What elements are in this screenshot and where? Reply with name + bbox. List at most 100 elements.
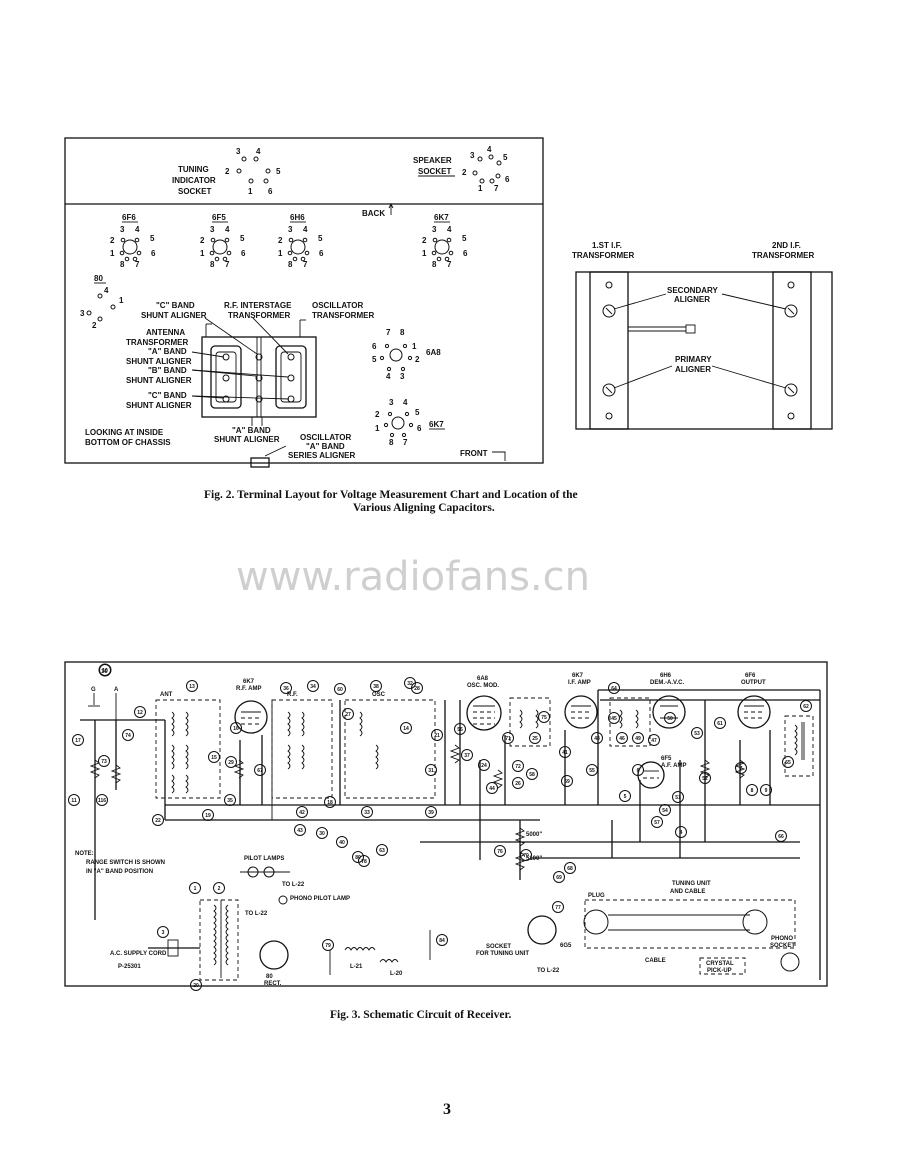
tube-envelope [234, 700, 268, 734]
osc-series-label-2: "A" BAND [306, 442, 345, 451]
tube-6k7-rf: 6K7 R.F. AMP [234, 679, 268, 734]
transformer-box [199, 899, 239, 981]
pin-hole [432, 237, 438, 243]
callout-circle [96, 794, 108, 806]
tube-name: 6K7 [243, 679, 255, 685]
callout-number: 11 [71, 798, 77, 804]
pin-hole [292, 256, 298, 262]
note-text-1: RANGE SWITCH IS SHOWN [86, 860, 165, 866]
coil-icon [794, 724, 798, 756]
callout-number: 57 [654, 820, 660, 826]
socket-label-1: SOCKET [486, 944, 511, 950]
speaker-coil-icon [379, 959, 399, 963]
callout-circle [324, 796, 336, 808]
resistor-icon [449, 744, 461, 764]
power-transformer: TO L-22 80 RECT. A.C. SUPPLY CORD P-2530… [110, 899, 289, 987]
note-label: NOTE: [75, 851, 94, 857]
pin-hole [97, 316, 103, 322]
coil-icon [359, 711, 363, 737]
tube-6h6-det: 6H6 DEM.-A.V.C. [650, 673, 686, 729]
pin-hole [407, 355, 413, 361]
callout-number: 1 [194, 886, 197, 892]
pin-1: 1 [200, 249, 205, 258]
pin-hole [288, 237, 294, 243]
primary-label-1: PRIMARY [675, 355, 712, 364]
if1-label-2: TRANSFORMER [572, 251, 634, 260]
callout-circle [208, 751, 220, 763]
callout-number: 27 [345, 712, 351, 718]
pin-1: 1 [119, 296, 124, 305]
callout-circle [538, 711, 550, 723]
tube-envelope [564, 695, 598, 729]
callout-circle [157, 926, 169, 938]
pin-5: 5 [240, 234, 245, 243]
tube-socket-6f6: 6F6 3 4 2 5 1 6 8 7 [110, 213, 156, 269]
tube-function: OSC. MOD. [467, 683, 499, 689]
callout-number: 6 [637, 768, 640, 774]
callout-circle [358, 855, 370, 867]
resistor-5000: 5000" [526, 832, 542, 838]
pin-1: 1 [375, 424, 380, 433]
callout-number: 116 [98, 798, 106, 804]
pin-hole [226, 250, 232, 256]
pin-5: 5 [462, 234, 467, 243]
callout-number: 79 [325, 943, 331, 949]
pin-hole [287, 250, 293, 256]
pin-5: 5 [372, 355, 377, 364]
series-aligner-icon [250, 457, 270, 468]
pin-hole [436, 256, 442, 262]
trimmer-icon [287, 353, 295, 361]
pin-hole [431, 250, 437, 256]
callout-number: 61 [717, 721, 723, 727]
fig2-chassis-diagram: TUNING INDICATOR SOCKET 3 4 2 5 1 6 SPEA… [64, 137, 544, 468]
resistor-icon [514, 827, 526, 847]
callout-number: 36 [283, 686, 289, 692]
callout-number: 62 [803, 704, 809, 710]
trimmer-icon [222, 395, 230, 403]
callout-circle [307, 680, 319, 692]
callout-number: 37 [464, 753, 470, 759]
callout-number: 84 [439, 938, 445, 944]
tuning-pin-4: 4 [256, 147, 261, 156]
tube-socket-6h6: 6H6 3 4 2 5 1 6 8 7 [278, 213, 324, 269]
callout-circle [800, 700, 812, 712]
callout-number: 34 [310, 684, 316, 690]
meter-icon [742, 909, 768, 935]
pin-hole [119, 250, 125, 256]
leader-line [721, 293, 787, 310]
coil-l20: L-20 [390, 971, 403, 977]
primary-trimmer-icon [602, 383, 616, 397]
pin-8: 8 [432, 260, 437, 269]
pin-hole [401, 432, 407, 438]
callout-number: 4 [680, 830, 683, 836]
callout-number: 68 [567, 866, 573, 872]
tuning-pin-2: 2 [225, 167, 230, 176]
pin-4: 4 [225, 225, 230, 234]
callout-circle [648, 734, 660, 746]
leader-line [252, 317, 289, 355]
callout-number: 72 [515, 764, 521, 770]
callout-circle [632, 764, 644, 776]
pin-hole [404, 411, 410, 417]
socket-circle [527, 915, 557, 945]
tube-name: 80 [94, 274, 103, 283]
pin-3: 3 [120, 225, 125, 234]
tube-name: 6F6 [745, 673, 756, 679]
callout-number: 24 [481, 763, 487, 769]
tube-6a8-osc: 6A8 OSC. MOD. [466, 676, 502, 731]
pin-1: 1 [278, 249, 283, 258]
callout-number: 21 [434, 733, 440, 739]
pilot-lamps: PILOT LAMPS TO L-22 PHONO PILOT LAMP [240, 856, 350, 905]
pin-2: 2 [422, 236, 427, 245]
callout-number: 66 [778, 834, 784, 840]
phono-socket-label-1: PHONO [771, 936, 793, 942]
coil-icon [171, 711, 175, 737]
callout-number: 70 [523, 853, 529, 859]
coil-icon [225, 904, 229, 966]
speaker-label-2: SOCKET [418, 167, 451, 176]
tube-envelope [466, 695, 502, 731]
pin-hole [489, 178, 495, 184]
pin-6: 6 [463, 249, 468, 258]
tube-name: 6A8 [477, 676, 489, 682]
